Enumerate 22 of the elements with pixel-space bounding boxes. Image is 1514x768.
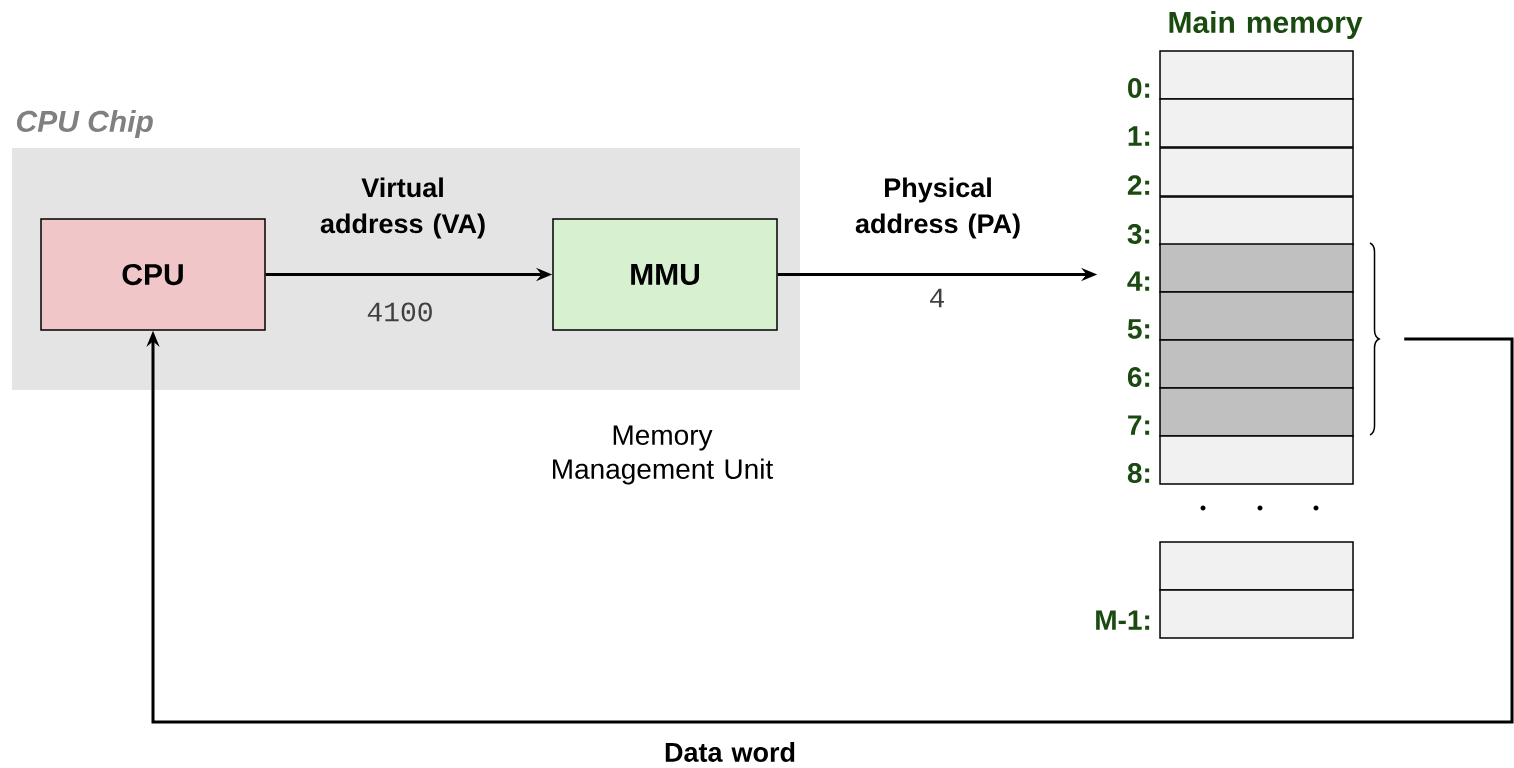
memory-title: Main memory xyxy=(1169,11,1363,39)
address-value: 4100 xyxy=(367,302,432,322)
memory-cell xyxy=(1159,541,1354,591)
unit-caption: Memory Management Unit xyxy=(553,425,774,485)
mmu-box: MMU xyxy=(552,218,778,331)
address-label: 2: xyxy=(1127,175,1150,195)
chip-title: CPU Chip xyxy=(17,110,153,138)
address-label: 3: xyxy=(1127,224,1150,244)
address-label: M-1: xyxy=(1096,610,1150,630)
address-label: 1: xyxy=(1128,126,1150,146)
address-label: 0: xyxy=(1128,78,1150,98)
address-label: 7: xyxy=(1128,415,1150,435)
edge-label: Physical address (PA) xyxy=(855,177,1020,239)
address-label: 5: xyxy=(1127,319,1150,339)
curly-brace xyxy=(1369,242,1380,436)
edge-label: Virtual address (VA) xyxy=(320,177,485,239)
address-label: 8: xyxy=(1127,463,1150,483)
address-label: 4: xyxy=(1127,271,1150,291)
edge-label: Data word xyxy=(665,742,795,762)
cpu-box: CPU xyxy=(40,218,266,331)
address-value: 4 xyxy=(930,288,944,308)
address-label: 6: xyxy=(1127,367,1150,387)
